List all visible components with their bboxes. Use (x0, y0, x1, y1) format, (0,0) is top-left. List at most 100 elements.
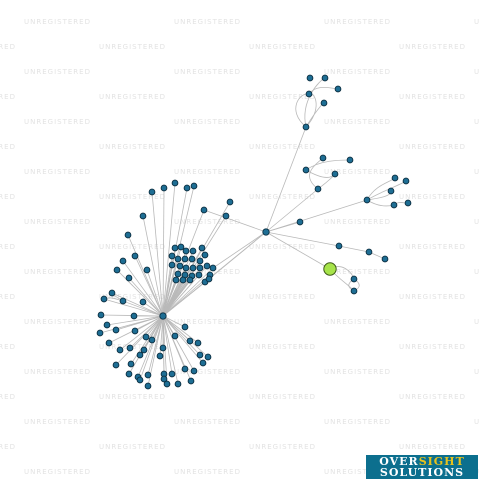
graph-node (144, 382, 152, 390)
graph-node (174, 270, 182, 278)
graph-node (387, 187, 395, 195)
graph-node (204, 353, 212, 361)
graph-edge (265, 126, 307, 233)
graph-node (143, 266, 151, 274)
graph-edge (162, 279, 191, 317)
graph-node (112, 361, 120, 369)
graph-node (302, 123, 310, 131)
graph-node (181, 323, 189, 331)
graph-edge (309, 157, 324, 190)
graph-node (174, 380, 182, 388)
graph-node (190, 182, 198, 190)
graph-node (179, 276, 187, 284)
graph-node (113, 266, 121, 274)
graph-edge (295, 93, 310, 128)
graph-edge (162, 185, 195, 317)
secondary-hub-node (159, 312, 167, 320)
graph-node (119, 257, 127, 265)
graph-edge (265, 199, 368, 233)
graph-node (136, 376, 144, 384)
graph-node (181, 365, 189, 373)
graph-node (196, 351, 204, 359)
graph-node (305, 90, 313, 98)
graph-node (163, 380, 171, 388)
logo-word-solutions: SOLUTIONS (379, 466, 465, 479)
graph-node (177, 243, 185, 251)
graph-node (182, 247, 190, 255)
graph-node (139, 212, 147, 220)
graph-node (171, 179, 179, 187)
graph-edge (142, 215, 164, 317)
graph-edge (162, 315, 179, 385)
graph-edge (265, 231, 340, 247)
graph-node (126, 344, 134, 352)
graph-node (160, 184, 168, 192)
edge-layer (99, 77, 409, 387)
graph-node (346, 156, 354, 164)
graph-node (189, 264, 197, 272)
graph-node (116, 346, 124, 354)
graph-node (103, 321, 111, 329)
logo-word-over: OVER (379, 455, 419, 468)
graph-edge (305, 93, 317, 128)
graph-node (195, 271, 203, 279)
graph-edge (208, 231, 267, 280)
graph-node (189, 247, 197, 255)
graph-node (196, 264, 204, 272)
graph-node (190, 367, 198, 375)
logo-word-sight: SIGHT (418, 455, 465, 468)
graph-node (200, 206, 208, 214)
graph-node (391, 174, 399, 182)
graph-node (112, 326, 120, 334)
graph-node (390, 201, 398, 209)
graph-node (226, 198, 234, 206)
graph-edge (265, 188, 319, 233)
graph-node (201, 251, 209, 259)
graph-node (130, 312, 138, 320)
graph-edge (162, 201, 231, 317)
graph-edge (128, 277, 164, 317)
graph-edge (119, 315, 164, 351)
graph-edge (162, 267, 214, 317)
graph-node (148, 188, 156, 196)
graph-node (168, 370, 176, 378)
graph-node (144, 371, 152, 379)
graph-edge (122, 300, 164, 317)
graph-edge (99, 315, 164, 334)
graph-node (350, 287, 358, 295)
graph-node (131, 252, 139, 260)
graph-node (209, 264, 217, 272)
graph-edge (162, 209, 205, 317)
graph-node (187, 377, 195, 385)
graph-node (196, 257, 204, 265)
graph-node (186, 337, 194, 345)
graph-edge (366, 190, 392, 201)
graph-node (182, 264, 190, 272)
graph-node (131, 327, 139, 335)
graph-edge (127, 234, 164, 317)
graph-edge (142, 301, 164, 317)
graph-node (381, 255, 389, 263)
graph-edge (212, 231, 267, 269)
graph-edge (162, 315, 186, 328)
graph-edge (308, 86, 339, 95)
graph-node (119, 297, 127, 305)
graph-node (156, 352, 164, 360)
graph-edge (162, 278, 210, 317)
graph-node (139, 298, 147, 306)
graph-edge (162, 315, 195, 372)
graph-edge (139, 315, 164, 381)
graph-edge (162, 274, 200, 317)
graph-node (96, 329, 104, 337)
graph-edge (162, 315, 204, 364)
graph-node (334, 85, 342, 93)
graph-node (199, 359, 207, 367)
graph-node (319, 154, 327, 162)
graph-node (183, 184, 191, 192)
graph-node (331, 170, 339, 178)
graph-node (168, 261, 176, 269)
graph-edge (366, 180, 407, 201)
graph-node (171, 332, 179, 340)
